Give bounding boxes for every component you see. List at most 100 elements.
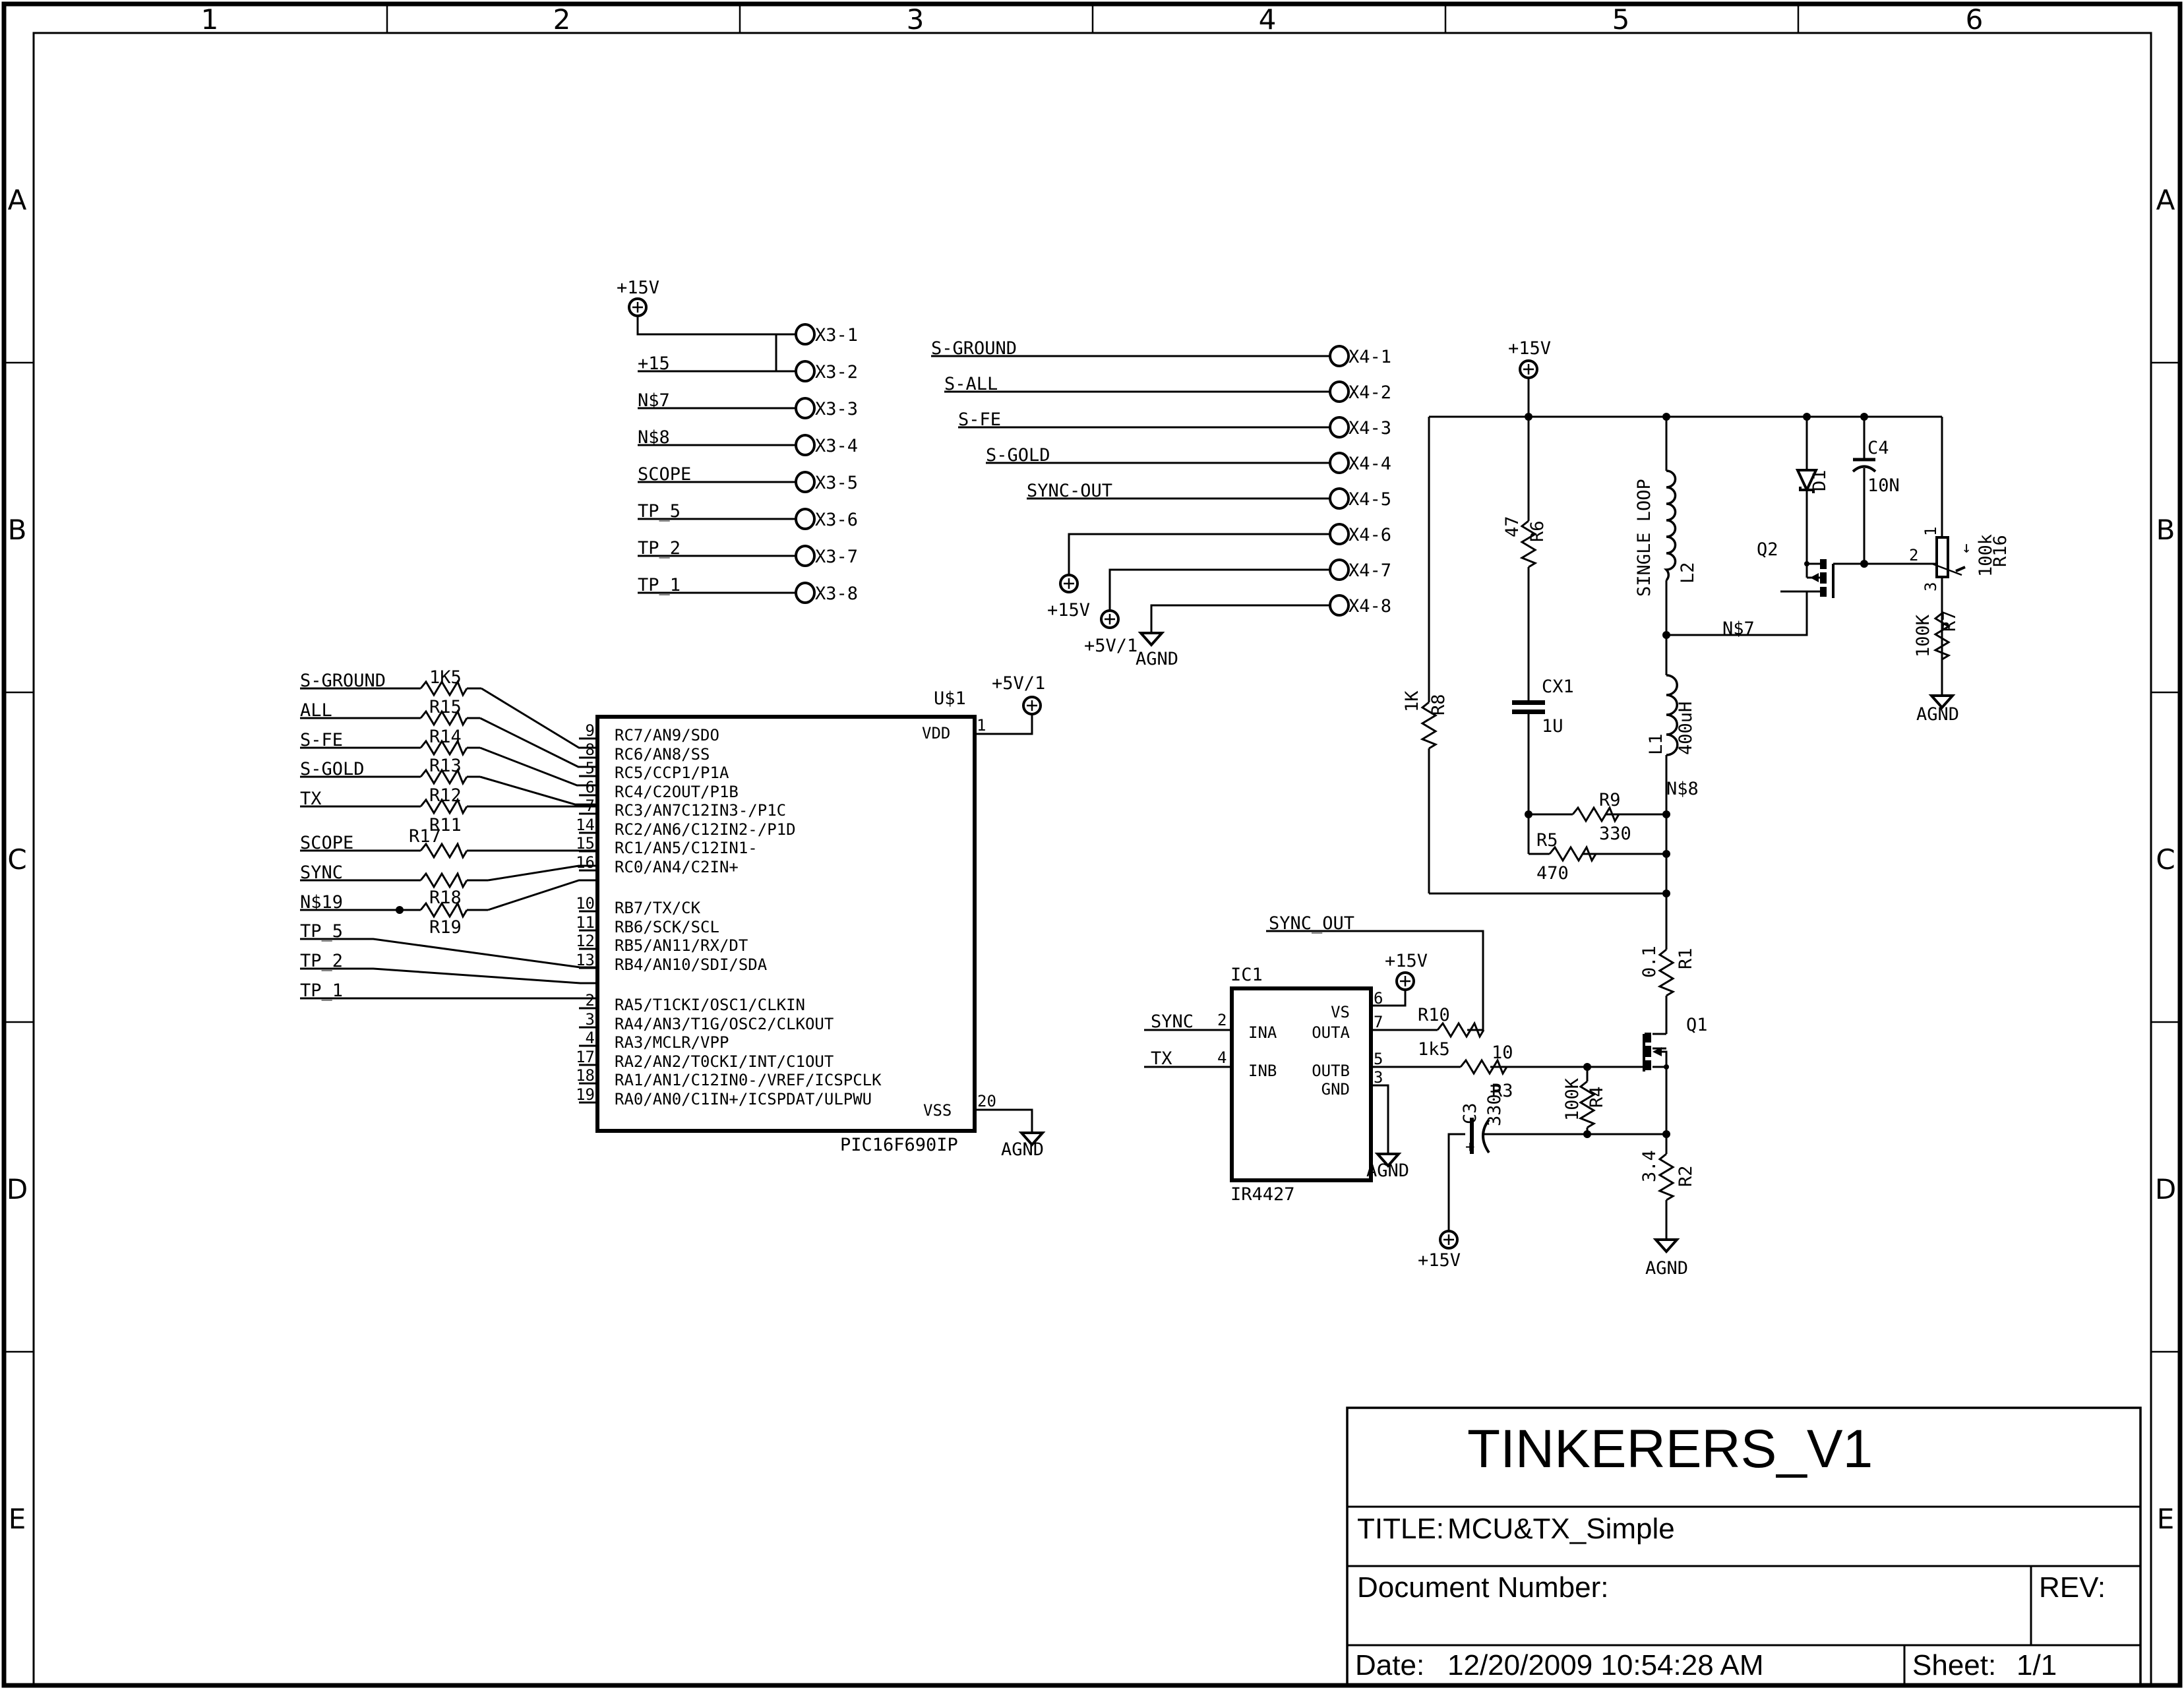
mcu-pin-number: 15 — [576, 834, 595, 853]
pin-label: X3-3 — [815, 399, 858, 419]
mcu-pin-number: 9 — [586, 721, 595, 740]
pin-name: OUTA — [1312, 1023, 1350, 1042]
pin-number: 1 — [1922, 527, 1940, 536]
resistor-ref: R6 — [1527, 520, 1548, 542]
pin-name: VSS — [923, 1101, 952, 1120]
component-ref: IC1 — [1230, 965, 1263, 985]
mcu-pin-name: RC6/AN8/SS — [615, 745, 710, 764]
mcu-pin-name: RC3/AN7C12IN3-/P1C — [615, 801, 786, 820]
net-label: ALL — [300, 700, 332, 721]
supply-label: +15V — [1385, 951, 1428, 971]
supply-symbol-icon — [628, 297, 648, 317]
resistor-ref: R19 — [429, 917, 462, 938]
pin-label: X4-5 — [1349, 489, 1391, 510]
pin-label: X3-1 — [815, 325, 858, 346]
pin-number: 2 — [1909, 546, 1918, 564]
mcu-pin-name: RA4/AN3/T1G/OSC2/CLKOUT — [615, 1015, 834, 1033]
pin-label: X3-2 — [815, 362, 858, 382]
net-label: SYNC — [300, 862, 343, 883]
inductor-ref: L1 — [1646, 733, 1666, 755]
ground-label: AGND — [1645, 1258, 1688, 1279]
capacitor-value: 1U — [1542, 716, 1563, 737]
resistor-value: 100K — [1913, 614, 1933, 657]
pin-label: X3-4 — [815, 436, 858, 456]
row-label: B — [8, 514, 27, 546]
mcu-pin-name: RB7/TX/CK — [615, 899, 701, 917]
resistor-value: 47 — [1502, 516, 1523, 537]
capacitor-ref: C4 — [1867, 438, 1889, 458]
mcu-pin-name: RB5/AN11/RX/DT — [615, 936, 748, 955]
mcu-pin-number: 3 — [586, 1010, 595, 1029]
sheet-label: Sheet: — [1912, 1649, 1996, 1681]
mcu-pin-number: 2 — [586, 991, 595, 1010]
ground-label: AGND — [1366, 1161, 1409, 1181]
mcu-pin-number: 19 — [576, 1085, 595, 1104]
row-label: B — [2156, 514, 2175, 546]
mcu-pin-name: RC2/AN6/C12IN2-/P1D — [615, 820, 796, 839]
pin-number: 1 — [977, 716, 986, 735]
row-label: D — [7, 1173, 28, 1205]
column-label: 2 — [553, 3, 571, 36]
connector-x4: S-GROUND S-ALL S-FE S-GOLD SYNC-OUT +15V… — [931, 338, 1391, 669]
column-label: 4 — [1259, 3, 1277, 36]
transistor-ref: Q1 — [1686, 1015, 1708, 1035]
net-label: SYNC_OUT — [1269, 913, 1354, 934]
resistor-ref: R15 — [429, 697, 462, 717]
mcu-pin-number: 17 — [576, 1048, 595, 1066]
pin-name: GND — [1321, 1080, 1350, 1099]
supply-label: +15V — [617, 278, 659, 298]
row-label: A — [8, 184, 27, 216]
resistor-ref: R13 — [429, 756, 462, 776]
inductor-value: 400uH — [1676, 702, 1696, 755]
resistor-value: 100K — [1562, 1077, 1583, 1121]
resistor-value: 1K — [1402, 690, 1422, 712]
connector-x3: +15V +15 N$7 N$8 SCOPE TP_5 TP_2 TP_1 X3… — [617, 278, 858, 604]
mcu-pin-name: RC5/CCP1/P1A — [615, 764, 729, 782]
title-value: MCU&TX_Simple — [1447, 1513, 1675, 1545]
row-label: E — [2157, 1503, 2175, 1535]
net-label: TP_2 — [300, 951, 343, 971]
mcu-pin-name: RC0/AN4/C2IN+ — [615, 858, 739, 876]
resistor-ref: R1 — [1676, 948, 1696, 969]
pin-label: X4-4 — [1349, 454, 1391, 474]
net-label: S-GOLD — [986, 445, 1050, 466]
supply-label: +5V/1 — [1084, 636, 1138, 656]
project-name: TINKERERS_V1 — [1467, 1419, 1873, 1479]
rev-label: REV: — [2039, 1571, 2106, 1604]
capacitor-value: 330u — [1484, 1083, 1505, 1126]
diode-ref: D1 — [1809, 469, 1830, 491]
resistor-value: 3.4 — [1639, 1150, 1660, 1182]
component-part: PIC16F690IP — [840, 1135, 958, 1155]
svg-text:+: + — [1465, 1137, 1474, 1156]
resistor-ref: R18 — [429, 888, 462, 908]
pin-name: OUTB — [1312, 1062, 1350, 1080]
pin-number: 7 — [1374, 1013, 1383, 1031]
mcu-pin-number: 8 — [586, 740, 595, 759]
resistor-value: 0.1 — [1639, 946, 1660, 978]
pin-number: 4 — [1217, 1048, 1227, 1067]
resistor-value: 330 — [1599, 824, 1631, 844]
supply-label: +5V/1 — [992, 673, 1045, 694]
pin-label: X3-5 — [815, 473, 858, 493]
pin-label: X3-8 — [815, 584, 858, 604]
title-block: TINKERERS_V1 TITLE: MCU&TX_Simple Docume… — [1346, 1406, 2142, 1686]
resistor-ref: R11 — [429, 815, 462, 835]
net-label: TP_2 — [638, 538, 681, 559]
net-label: N$7 — [638, 390, 670, 411]
net-label: S-FE — [300, 730, 343, 750]
supply-label: +15V — [1418, 1250, 1461, 1271]
column-label: 1 — [201, 3, 219, 36]
transistor-ref: Q2 — [1757, 539, 1778, 560]
mcu-pin-number: 16 — [576, 853, 595, 872]
mcu-pin-name: RA5/T1CKI/OSC1/CLKIN — [615, 996, 805, 1014]
resistor-ref: R8 — [1428, 694, 1449, 715]
pin-name: INB — [1248, 1062, 1277, 1080]
title-label: TITLE: — [1357, 1513, 1444, 1545]
net-label: N$8 — [638, 427, 670, 448]
row-label: E — [9, 1503, 26, 1535]
pin-number: 2 — [1217, 1011, 1227, 1029]
mcu-pin-name: RC4/C2OUT/P1B — [615, 783, 739, 801]
pin-name: VS — [1331, 1003, 1350, 1021]
component-part: IR4427 — [1230, 1184, 1295, 1205]
